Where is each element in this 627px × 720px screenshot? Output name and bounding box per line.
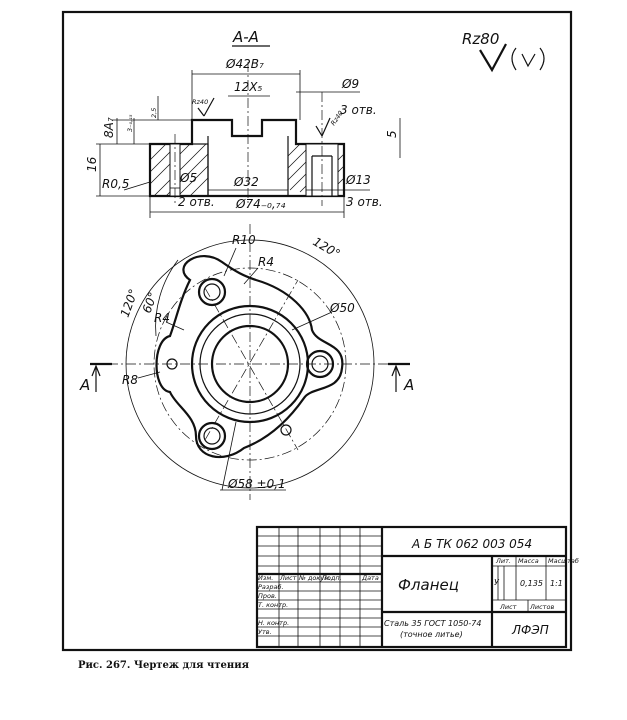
dim-d42: Ø42В₇	[225, 57, 264, 71]
dim-d74: Ø74₋₀,₇₄	[235, 197, 285, 211]
roughness-check-icon	[479, 43, 507, 73]
tb-material: Сталь 35 ГОСТ 1050-74	[384, 619, 481, 628]
dim-2holes: 2 отв.	[178, 195, 215, 209]
tb-material-note: (точное литье)	[400, 630, 463, 639]
dim-h5: 5	[385, 130, 399, 138]
tb-podp: Подп.	[322, 574, 342, 582]
dim-r8: R8	[122, 373, 138, 387]
dim-r4-left: R4	[154, 311, 170, 325]
tb-org: ЛФЭП	[511, 623, 549, 637]
figure-caption: Рис. 267. Чертеж для чтения	[78, 660, 250, 671]
angle-120-left: 120°	[118, 287, 141, 319]
tb-tkontr: Т. контр.	[258, 601, 288, 609]
angle-120-top: 120°	[311, 234, 343, 261]
dim-d58: Ø58 ±0,1	[227, 477, 286, 491]
general-roughness-label: Rz80	[462, 30, 499, 48]
tb-ndoc: № докум.	[298, 574, 331, 582]
dim-3holes-bottom: 3 отв.	[346, 195, 383, 209]
plan-view: А А R10 R4 R4 R8 Ø50 Ø58 ±0,1 120° 120° …	[79, 224, 414, 500]
section-title: А-А	[232, 28, 259, 46]
tb-masshtab: Масштаб	[548, 557, 579, 565]
dim-h3: 3₋₀,₁₅	[126, 114, 134, 132]
tb-lit-val: У	[494, 578, 500, 587]
roughness-rz40-left: Rz40	[192, 98, 208, 106]
dim-d9: Ø9	[341, 77, 359, 91]
tb-massa: Масса	[518, 557, 539, 565]
dim-3holes-top: 3 отв.	[340, 103, 377, 117]
dim-r05: R0,5	[102, 177, 129, 191]
dim-d50: Ø50	[329, 301, 355, 315]
tb-mass-val: 0,135	[520, 579, 543, 588]
tb-lit: Лит.	[495, 557, 511, 565]
angle-60: 60°	[140, 290, 160, 315]
dim-d32: Ø32	[233, 175, 259, 189]
dim-h16: 16	[85, 156, 99, 172]
dim-d5: Ø5	[179, 171, 197, 185]
tb-list-col: Лист	[279, 574, 297, 582]
section-mark-left: А	[79, 376, 90, 394]
tb-izm: Изм.	[258, 574, 273, 582]
section-dimensions: Ø42В₇ 12Х₅ Ø9 3 отв. Rz40 Rz40 16 8А₇ 3₋…	[85, 57, 401, 218]
dim-h25: 2,5	[150, 108, 158, 118]
tb-prov: Пров.	[258, 592, 277, 600]
dim-width12: 12Х₅	[234, 80, 262, 94]
dim-r10: R10	[232, 233, 256, 247]
tb-code: А Б ТК 062 003 054	[411, 537, 532, 551]
tb-name: Фланец	[398, 576, 459, 594]
section-mark-right: А	[403, 376, 414, 394]
dim-d13: Ø13	[345, 173, 371, 187]
roughness-bracket-icon	[511, 47, 545, 71]
tb-list: Лист	[499, 603, 517, 611]
dim-h8: 8А₇	[102, 117, 116, 138]
dim-r4-top: R4	[258, 255, 274, 269]
tb-utv: Утв.	[258, 628, 272, 636]
drawing-frame	[61, 10, 573, 652]
tb-razrab: Разраб.	[258, 583, 284, 591]
title-block: А Б ТК 062 003 054 Фланец Сталь 35 ГОСТ …	[255, 525, 579, 649]
tb-scale-val: 1:1	[550, 579, 563, 588]
tb-data: Дата	[361, 574, 379, 582]
tb-nkontr: Н. контр.	[258, 619, 289, 627]
tb-listov: Листов	[529, 603, 554, 611]
